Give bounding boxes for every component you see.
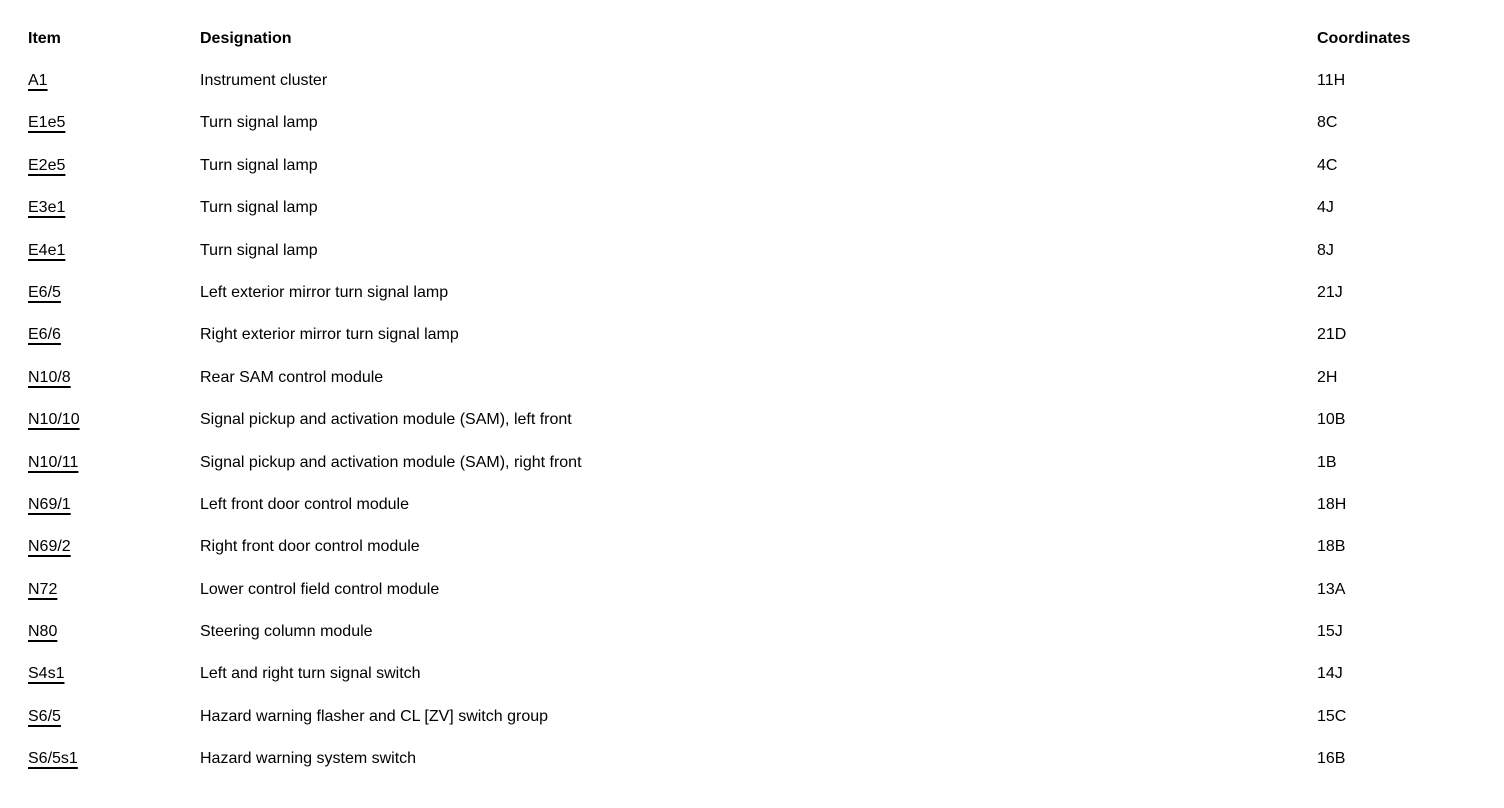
coordinates-cell: 2H: [1317, 368, 1338, 386]
coordinates-cell: 15J: [1317, 623, 1343, 641]
item-cell: N10/10: [28, 399, 80, 441]
table-row: E3e1 Turn signal lamp 4J: [0, 187, 1504, 229]
item-cell: A1: [28, 60, 48, 102]
designation-cell: Turn signal lamp: [200, 156, 318, 174]
item-cell: E2e5: [28, 145, 65, 187]
designation-cell: Hazard warning flasher and CL [ZV] switc…: [200, 707, 549, 725]
table-row: E2e5 Turn signal lamp 4C: [0, 145, 1504, 187]
table-row: N80 Steering column module 15J: [0, 611, 1504, 653]
item-cell: N69/1: [28, 484, 71, 526]
coordinates-cell: 8J: [1317, 241, 1334, 259]
column-header-coordinates: Coordinates: [1317, 30, 1411, 47]
item-link[interactable]: N72: [28, 580, 58, 598]
designation-cell: Left and right turn signal switch: [200, 665, 421, 683]
item-cell: S6/5: [28, 696, 61, 738]
item-link[interactable]: N10/8: [28, 368, 71, 386]
coordinates-cell: 13A: [1317, 580, 1346, 598]
item-cell: N72: [28, 569, 57, 611]
item-link[interactable]: N10/10: [28, 411, 80, 429]
designation-cell: Signal pickup and activation module (SAM…: [200, 411, 572, 429]
item-link[interactable]: E4e1: [28, 241, 66, 259]
item-link[interactable]: N69/2: [28, 538, 71, 556]
designation-cell: Lower control field control module: [200, 580, 440, 598]
designation-cell: Turn signal lamp: [200, 114, 318, 132]
item-link[interactable]: A1: [28, 72, 48, 89]
item-link[interactable]: E3e1: [28, 199, 66, 217]
table-row: E6/5 Left exterior mirror turn signal lam…: [0, 272, 1504, 314]
designation-cell: Hazard warning system switch: [200, 750, 417, 768]
column-header-designation: Designation: [200, 30, 292, 47]
coordinates-cell: 10B: [1317, 411, 1346, 429]
coordinates-cell: 18B: [1317, 538, 1346, 556]
item-link[interactable]: N69/1: [28, 495, 71, 513]
item-cell: N69/2: [28, 526, 71, 568]
table-row: N10/10 Signal pickup and activation modul…: [0, 399, 1504, 441]
item-cell: N10/8: [28, 357, 71, 399]
item-link[interactable]: S6/5: [28, 707, 61, 725]
table-row: E1e5 Turn signal lamp 8C: [0, 102, 1504, 144]
designation-cell: Instrument cluster: [200, 72, 328, 89]
component-reference-table: Item Designation Coordinates A1 Instrumen…: [0, 18, 1504, 781]
coordinates-cell: 21J: [1317, 283, 1343, 301]
coordinates-cell: 16B: [1317, 750, 1346, 768]
item-link[interactable]: S4s1: [28, 665, 65, 683]
item-link[interactable]: N80: [28, 623, 58, 641]
coordinates-cell: 1B: [1317, 453, 1337, 471]
table-row: S6/5 Hazard warning flasher and CL [ZV] s…: [0, 696, 1504, 738]
column-header-item: Item: [28, 30, 61, 47]
coordinates-cell: 8C: [1317, 114, 1338, 132]
item-link[interactable]: N10/11: [28, 453, 79, 471]
item-cell: E3e1: [28, 187, 65, 229]
designation-cell: Turn signal lamp: [200, 199, 318, 217]
item-link[interactable]: E1e5: [28, 114, 66, 132]
designation-cell: Rear SAM control module: [200, 368, 384, 386]
coordinates-cell: 11H: [1317, 72, 1346, 89]
item-cell: S4s1: [28, 653, 64, 695]
item-cell: N80: [28, 611, 57, 653]
designation-cell: Steering column module: [200, 623, 373, 641]
designation-cell: Left front door control module: [200, 495, 410, 513]
item-cell: S6/5s1: [28, 738, 78, 780]
table-row: N69/1 Left front door control module 18H: [0, 484, 1504, 526]
item-cell: N10/11: [28, 442, 78, 484]
coordinates-cell: 18H: [1317, 495, 1347, 513]
item-cell: E6/5: [28, 272, 61, 314]
designation-cell: Turn signal lamp: [200, 241, 318, 259]
coordinates-cell: 15C: [1317, 707, 1347, 725]
item-link[interactable]: E2e5: [28, 156, 66, 174]
designation-cell: Right front door control module: [200, 538, 420, 556]
table-row: E6/6 Right exterior mirror turn signal la…: [0, 314, 1504, 356]
table-row: N72 Lower control field control module 13A: [0, 569, 1504, 611]
table-row: E4e1 Turn signal lamp 8J: [0, 230, 1504, 272]
item-cell: E1e5: [28, 102, 65, 144]
table-header-row: Item Designation Coordinates: [0, 18, 1504, 60]
table-row: N10/11 Signal pickup and activation modul…: [0, 442, 1504, 484]
coordinates-cell: 4J: [1317, 199, 1334, 217]
table-row: S6/5s1 Hazard warning system switch 16B: [0, 738, 1504, 780]
item-cell: E6/6: [28, 314, 61, 356]
coordinates-cell: 21D: [1317, 326, 1347, 344]
item-link[interactable]: E6/5: [28, 283, 61, 301]
designation-cell: Right exterior mirror turn signal lamp: [200, 326, 459, 344]
coordinates-cell: 14J: [1317, 665, 1343, 683]
item-link[interactable]: S6/5s1: [28, 750, 78, 768]
coordinates-cell: 4C: [1317, 156, 1338, 174]
designation-cell: Signal pickup and activation module (SAM…: [200, 453, 582, 471]
designation-cell: Left exterior mirror turn signal lamp: [200, 283, 449, 301]
table-row: N69/2 Right front door control module 18B: [0, 526, 1504, 568]
table-row: S4s1 Left and right turn signal switch 14J: [0, 653, 1504, 695]
table-row: A1 Instrument cluster 11H: [0, 60, 1504, 102]
item-cell: E4e1: [28, 230, 65, 272]
item-link[interactable]: E6/6: [28, 326, 61, 344]
table-row: N10/8 Rear SAM control module 2H: [0, 357, 1504, 399]
